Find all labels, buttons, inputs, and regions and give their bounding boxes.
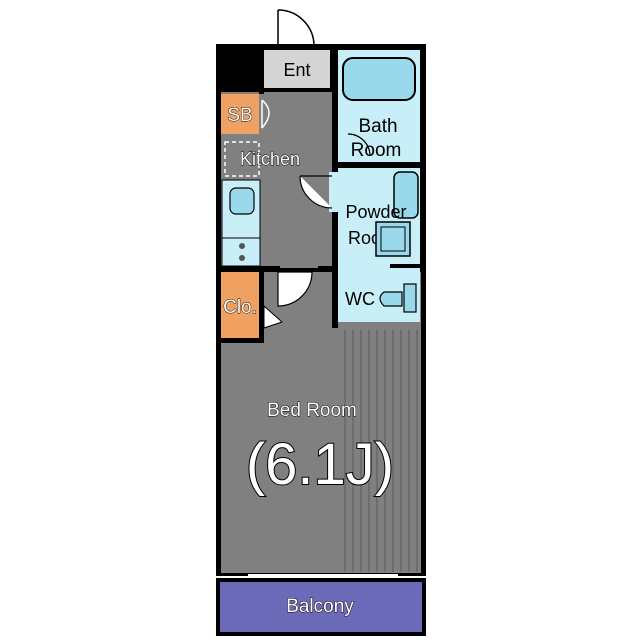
- interior-wall: [259, 88, 334, 92]
- balcony-window: [248, 574, 398, 577]
- kitchen-label: Kitchen: [240, 149, 300, 169]
- toilet-tank-icon: [403, 283, 417, 313]
- wc-label: WC: [345, 289, 375, 309]
- balcony-label: Balcony: [286, 596, 354, 617]
- bath-room-label-line1: Bath: [358, 116, 397, 137]
- bath-powder-wall: [336, 162, 422, 168]
- entrance-label: Ent: [283, 60, 310, 80]
- washbasin-icon: [393, 171, 419, 219]
- powder-room-label-line1: Powder: [345, 202, 406, 222]
- closet-door: [263, 304, 283, 329]
- closet-wall: [216, 338, 264, 343]
- kitchen-sink-icon: [229, 187, 255, 215]
- toilet-icon: [379, 291, 403, 307]
- bed-room-size: (6.1J): [246, 432, 394, 497]
- bedroom-wall: [216, 266, 280, 272]
- closet-wall: [259, 272, 264, 342]
- shoe-box-label: SB: [227, 105, 252, 126]
- stove-burner-icon: [239, 243, 245, 249]
- bathtub-icon: [342, 57, 416, 101]
- entrance-floor: [264, 50, 330, 88]
- kitchen-fridge-space: [224, 141, 260, 177]
- bedroom-wall: [318, 266, 338, 272]
- bath-door: [347, 133, 371, 157]
- washing-machine-icon: [375, 221, 411, 257]
- powder-room-door: [299, 175, 333, 209]
- bed-room-flooring-lines: [344, 330, 418, 572]
- shoe-box-door: [261, 99, 270, 129]
- closet: [221, 272, 259, 338]
- stove-burner-icon: [239, 255, 245, 261]
- bed-room-label: Bed Room: [267, 400, 357, 421]
- powder-wc-wall: [390, 264, 422, 268]
- entrance-door: [277, 9, 315, 47]
- bed-room-door: [277, 271, 313, 307]
- closet-label: Clo.: [223, 297, 257, 318]
- shoe-box: [221, 94, 259, 134]
- interior-wall: [259, 44, 264, 94]
- balcony-floor: [220, 582, 422, 632]
- bath-room-label-line2: Room: [351, 140, 402, 161]
